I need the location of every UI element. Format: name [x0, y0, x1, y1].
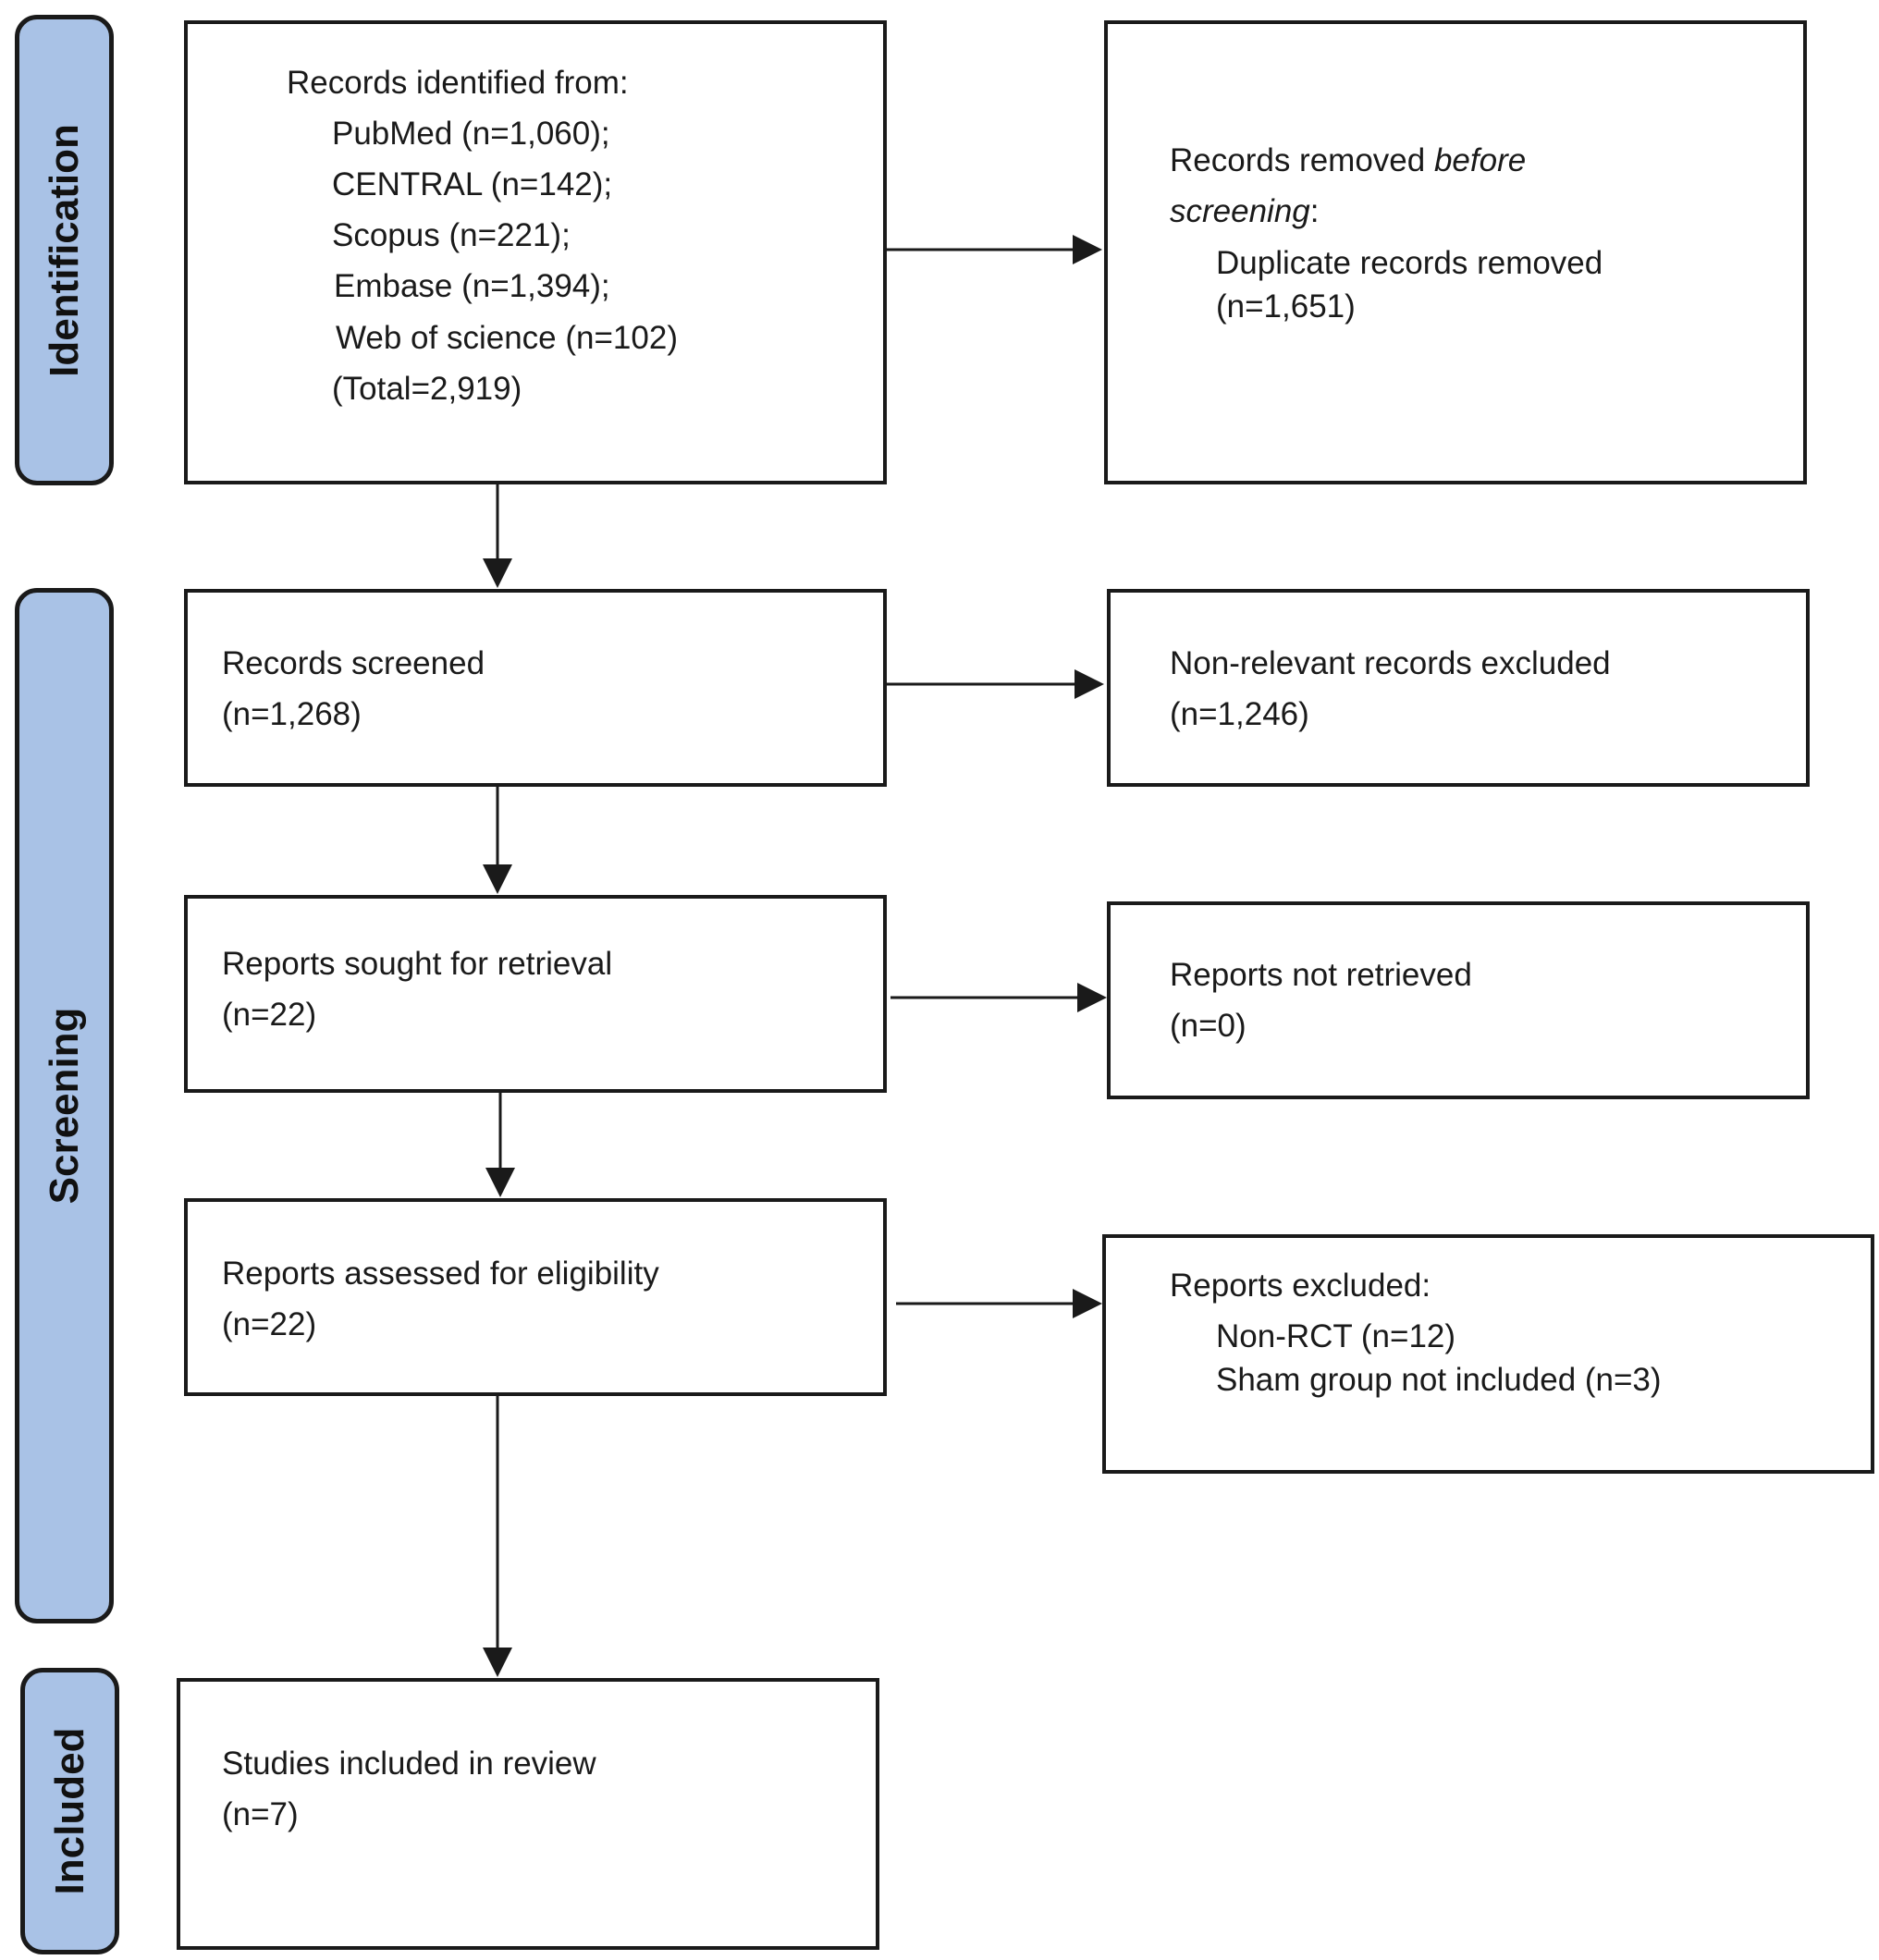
- removed-heading-line1: Records removed before: [1170, 144, 1526, 177]
- phase-included: Included: [20, 1668, 119, 1954]
- removed-duplicates-label: Duplicate records removed: [1216, 245, 1603, 281]
- removed-heading-d: :: [1309, 193, 1320, 229]
- excluded-reason: Sham group not included (n=3): [1216, 1362, 1662, 1398]
- screened-label: Records screened: [222, 645, 485, 681]
- records-removed-box: [1104, 20, 1807, 484]
- arrowhead-right: [1073, 1289, 1102, 1318]
- arrowhead-down: [483, 558, 512, 588]
- excluded-reason: Non-RCT (n=12): [1216, 1318, 1456, 1354]
- nonrelevant-count: (n=1,246): [1170, 696, 1309, 732]
- assessed-label: Reports assessed for eligibility: [222, 1256, 659, 1292]
- identified-source: Embase (n=1,394);: [334, 268, 610, 304]
- screened-count: (n=1,268): [222, 696, 362, 732]
- phase-screening: Screening: [15, 588, 114, 1623]
- phase-identification: Identification: [15, 15, 114, 485]
- removed-duplicates-count: (n=1,651): [1216, 288, 1356, 325]
- identified-source: PubMed (n=1,060);: [332, 116, 610, 152]
- removed-heading-c: screening: [1170, 193, 1310, 229]
- arrowhead-down: [485, 1168, 515, 1197]
- identified-source: Web of science (n=102): [336, 320, 678, 356]
- reports-excluded-box: [1102, 1234, 1874, 1474]
- reports-assessed-box: [184, 1198, 887, 1396]
- assessed-count: (n=22): [222, 1306, 317, 1342]
- nonrelevant-label: Non-relevant records excluded: [1170, 645, 1611, 681]
- removed-heading-line2: screening:: [1170, 195, 1320, 227]
- reports-sought-box: [184, 895, 887, 1093]
- included-label: Studies included in review: [222, 1746, 596, 1782]
- sought-label: Reports sought for retrieval: [222, 946, 613, 982]
- identified-total: (Total=2,919): [332, 371, 522, 407]
- records-screened-box: [184, 589, 887, 787]
- arrowhead-right: [1073, 235, 1102, 264]
- identified-source: CENTRAL (n=142);: [332, 166, 613, 202]
- excluded-heading: Reports excluded:: [1170, 1268, 1431, 1304]
- identified-source: Scopus (n=221);: [332, 217, 571, 253]
- arrowhead-down: [483, 1648, 512, 1677]
- notretrieved-label: Reports not retrieved: [1170, 957, 1472, 993]
- removed-heading-a: Records removed: [1170, 142, 1434, 178]
- included-count: (n=7): [222, 1796, 299, 1832]
- arrowhead-right: [1077, 983, 1107, 1012]
- nonrelevant-excluded-box: [1107, 589, 1810, 787]
- arrowhead-right: [1075, 669, 1104, 699]
- removed-heading-b: before: [1433, 142, 1527, 178]
- reports-not-retrieved-box: [1107, 901, 1810, 1099]
- identified-heading: Records identified from:: [287, 65, 629, 101]
- studies-included-box: [177, 1678, 879, 1950]
- arrowhead-down: [483, 864, 512, 894]
- records-identified-box: [184, 20, 887, 484]
- sought-count: (n=22): [222, 997, 317, 1033]
- notretrieved-count: (n=0): [1170, 1008, 1247, 1044]
